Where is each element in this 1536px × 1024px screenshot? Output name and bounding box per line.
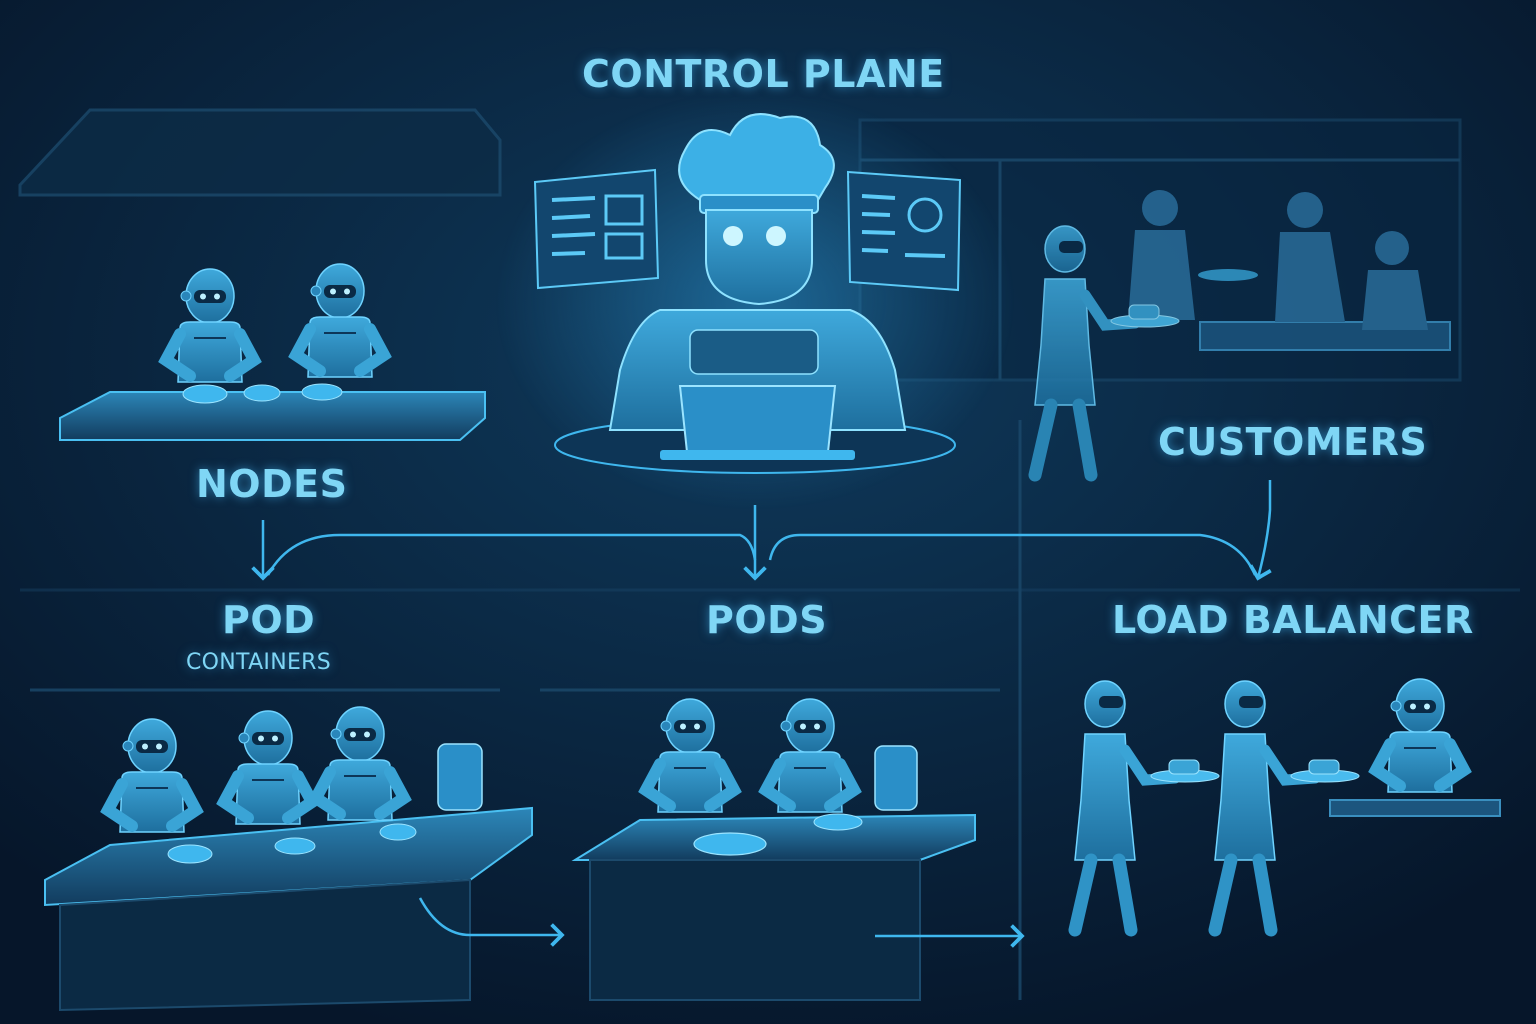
mixer-icon	[874, 745, 918, 811]
mixer-icon	[437, 743, 483, 811]
arrow-icon	[418, 897, 565, 947]
arrow-connector	[266, 533, 757, 576]
dashboard-screen-icon	[533, 168, 660, 290]
control-plane-label: CONTROL PLANE	[582, 52, 945, 96]
load-balancer-label: LOAD BALANCER	[1112, 598, 1474, 642]
containers-label: CONTAINERS	[186, 650, 332, 675]
control-plane-group	[495, 90, 1015, 510]
nodes-group	[59, 264, 486, 441]
customers-group	[1035, 190, 1451, 475]
nodes-label: NODES	[196, 462, 348, 506]
pods-label: PODS	[706, 598, 828, 642]
pods-group	[571, 699, 976, 1001]
flow-arrows	[251, 480, 1272, 948]
laptop-icon	[660, 385, 855, 460]
pod-group	[44, 707, 533, 1012]
arrow-connector	[768, 533, 1257, 576]
customer-silhouette-icon	[1128, 190, 1428, 330]
dashboard-screen-icon	[846, 170, 962, 292]
arrow-icon	[1248, 480, 1272, 581]
customers-label: CUSTOMERS	[1158, 420, 1428, 464]
load-balancer-group	[1075, 679, 1501, 930]
pod-label: POD	[222, 598, 316, 642]
